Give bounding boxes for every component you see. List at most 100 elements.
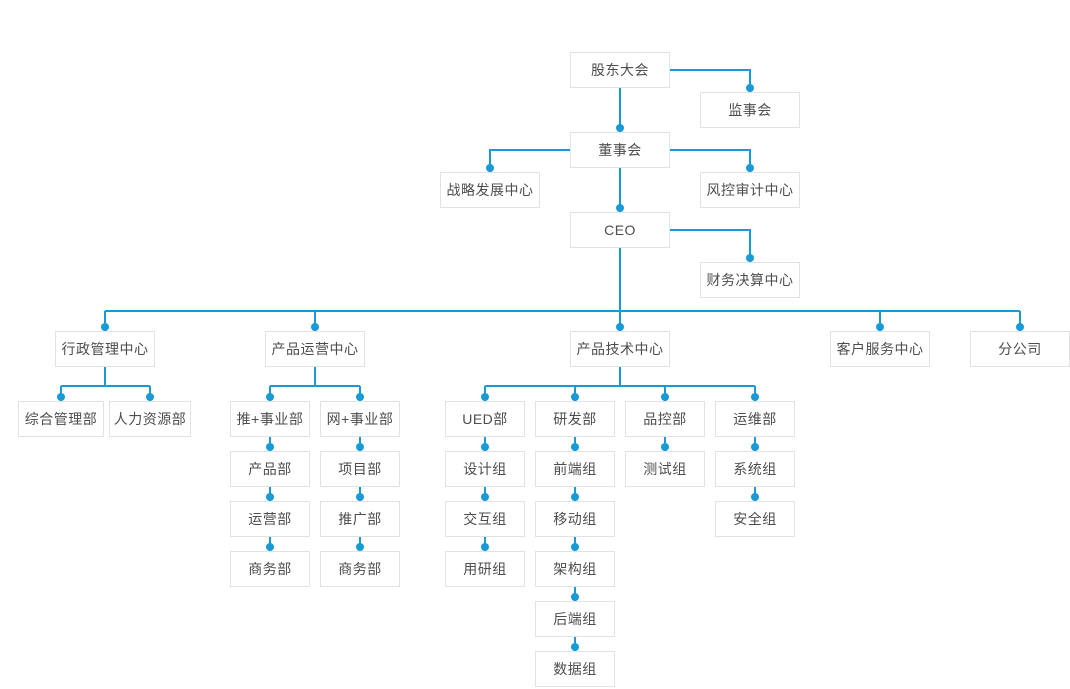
org-node-label: 风控审计中心	[706, 182, 794, 198]
org-node-frontend: 前端组	[535, 451, 615, 487]
org-node-system: 系统组	[715, 451, 795, 487]
org-node-label: 分公司	[998, 341, 1042, 357]
org-node-promotiondept: 推广部	[320, 501, 400, 537]
connector-dot	[356, 393, 364, 401]
org-node-label: UED部	[462, 411, 508, 427]
org-node-label: 战略发展中心	[446, 182, 534, 198]
connector-dot	[571, 443, 579, 451]
org-node-risk: 风控审计中心	[700, 172, 800, 208]
org-node-businessdept2: 商务部	[320, 551, 400, 587]
org-node-productops: 产品运营中心	[265, 331, 365, 367]
org-node-label: 行政管理中心	[61, 341, 149, 357]
org-node-interaction: 交互组	[445, 501, 525, 537]
org-node-design: 设计组	[445, 451, 525, 487]
connector-line	[670, 229, 751, 262]
org-node-hr: 人力资源部	[109, 401, 191, 437]
connector-dot	[486, 164, 494, 172]
org-node-generalmgmt: 综合管理部	[18, 401, 104, 437]
connector-dot	[481, 543, 489, 551]
org-node-wangbu: 网+事业部	[320, 401, 400, 437]
org-node-label: 系统组	[733, 461, 777, 477]
org-node-label: 用研组	[463, 561, 507, 577]
org-node-label: 设计组	[463, 461, 507, 477]
org-node-label: 推+事业部	[236, 411, 304, 427]
connector-dot	[356, 543, 364, 551]
org-node-label: 综合管理部	[24, 411, 98, 427]
connector-dot	[571, 393, 579, 401]
org-node-architecture: 架构组	[535, 551, 615, 587]
connector-dot	[571, 643, 579, 651]
org-node-businessdept1: 商务部	[230, 551, 310, 587]
org-node-label: 产品运营中心	[271, 341, 359, 357]
org-node-testing: 测试组	[625, 451, 705, 487]
connector-dot	[616, 323, 624, 331]
connector-dot	[571, 593, 579, 601]
connector-dot	[266, 493, 274, 501]
org-node-label: 董事会	[598, 142, 642, 158]
org-node-label: 前端组	[553, 461, 597, 477]
connector-line	[489, 149, 570, 172]
org-node-ceo: CEO	[570, 212, 670, 248]
org-node-label: 股东大会	[591, 62, 649, 78]
org-node-label: 项目部	[338, 461, 382, 477]
org-node-security: 安全组	[715, 501, 795, 537]
connector-dot	[101, 323, 109, 331]
connector-dot	[616, 204, 624, 212]
org-node-opsdept: 运维部	[715, 401, 795, 437]
connector-dot	[356, 443, 364, 451]
org-node-label: 财务决算中心	[706, 272, 794, 288]
connector-dot	[356, 493, 364, 501]
org-node-label: 产品部	[248, 461, 292, 477]
connector-dot	[876, 323, 884, 331]
connector-line	[670, 69, 751, 92]
org-node-label: 研发部	[553, 411, 597, 427]
org-node-label: 网+事业部	[326, 411, 394, 427]
org-node-label: CEO	[604, 222, 636, 238]
org-node-label: 测试组	[643, 461, 687, 477]
org-node-backend: 后端组	[535, 601, 615, 637]
org-node-shareholders: 股东大会	[570, 52, 670, 88]
org-node-label: 客户服务中心	[836, 341, 924, 357]
connector-dot	[481, 443, 489, 451]
org-node-strategy: 战略发展中心	[440, 172, 540, 208]
org-node-label: 运营部	[248, 511, 292, 527]
org-node-customerservice: 客户服务中心	[830, 331, 930, 367]
connector-dot	[481, 493, 489, 501]
connector-line	[670, 149, 751, 172]
connector-dot	[481, 393, 489, 401]
org-node-branch: 分公司	[970, 331, 1070, 367]
org-node-operationdept: 运营部	[230, 501, 310, 537]
connector-dot	[266, 393, 274, 401]
connector-dot	[616, 124, 624, 132]
org-node-label: 人力资源部	[113, 411, 187, 427]
connector-dot	[266, 543, 274, 551]
connector-dot	[746, 254, 754, 262]
connector-dot	[571, 543, 579, 551]
org-node-mobile: 移动组	[535, 501, 615, 537]
connector-dot	[746, 84, 754, 92]
connector-dot	[311, 323, 319, 331]
org-node-producttech: 产品技术中心	[570, 331, 670, 367]
org-node-userresearch: 用研组	[445, 551, 525, 587]
org-node-productdept: 产品部	[230, 451, 310, 487]
connector-dot	[661, 393, 669, 401]
org-node-label: 监事会	[728, 102, 772, 118]
org-node-label: 运维部	[733, 411, 777, 427]
org-node-board: 董事会	[570, 132, 670, 168]
org-node-label: 商务部	[248, 561, 292, 577]
org-node-ued: UED部	[445, 401, 525, 437]
connector-dot	[146, 393, 154, 401]
org-node-label: 推广部	[338, 511, 382, 527]
connector-dot	[571, 493, 579, 501]
org-node-supervisory: 监事会	[700, 92, 800, 128]
org-node-projectdept: 项目部	[320, 451, 400, 487]
org-node-admin: 行政管理中心	[55, 331, 155, 367]
org-node-label: 架构组	[553, 561, 597, 577]
org-node-tuibu: 推+事业部	[230, 401, 310, 437]
connector-dot	[751, 393, 759, 401]
org-node-qc: 品控部	[625, 401, 705, 437]
connector-dot	[751, 493, 759, 501]
org-node-label: 商务部	[338, 561, 382, 577]
org-node-data: 数据组	[535, 651, 615, 687]
